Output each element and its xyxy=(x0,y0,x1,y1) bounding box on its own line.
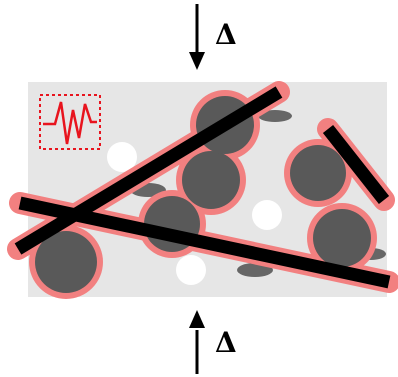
void xyxy=(107,142,137,172)
bottom-delta-label: Δ xyxy=(215,326,237,359)
signal-waveform xyxy=(43,101,97,145)
filler-particle xyxy=(182,151,240,209)
small-particle xyxy=(237,263,273,277)
bottom-load-arrow xyxy=(189,310,205,374)
zigzag-signal-icon xyxy=(39,94,101,150)
filler-particle xyxy=(313,209,371,267)
small-particle xyxy=(258,110,292,122)
void xyxy=(176,255,206,285)
fiber xyxy=(18,196,391,289)
top-load-arrow xyxy=(189,4,205,70)
filler-particle xyxy=(290,145,346,201)
filler-particles xyxy=(35,96,371,293)
fiber xyxy=(322,124,390,205)
void xyxy=(252,200,282,230)
fiber xyxy=(14,86,283,255)
top-delta-label: Δ xyxy=(215,18,237,51)
voids xyxy=(107,142,282,285)
fibers xyxy=(14,86,391,289)
signal-frame xyxy=(39,94,101,150)
filler-particle xyxy=(35,231,97,293)
